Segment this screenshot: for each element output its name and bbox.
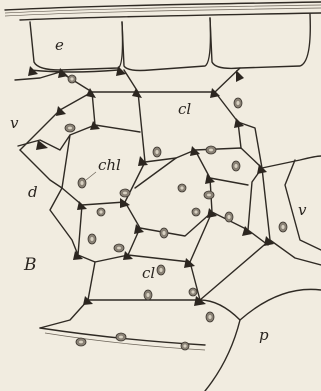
epidermis-outer-wall bbox=[5, 2, 321, 20]
chl-pointer-line bbox=[86, 172, 96, 180]
cell-wall-network bbox=[18, 68, 321, 391]
label-chl: chl bbox=[98, 156, 121, 174]
label-B: B bbox=[23, 255, 37, 275]
label-v-right: v bbox=[298, 201, 307, 219]
label-e: e bbox=[55, 36, 64, 54]
label-d: d bbox=[28, 183, 38, 201]
label-p: p bbox=[259, 326, 269, 344]
label-v-left: v bbox=[10, 114, 19, 132]
label-cl-top: cl bbox=[178, 100, 191, 118]
label-cl-bottom: cl bbox=[142, 264, 155, 282]
